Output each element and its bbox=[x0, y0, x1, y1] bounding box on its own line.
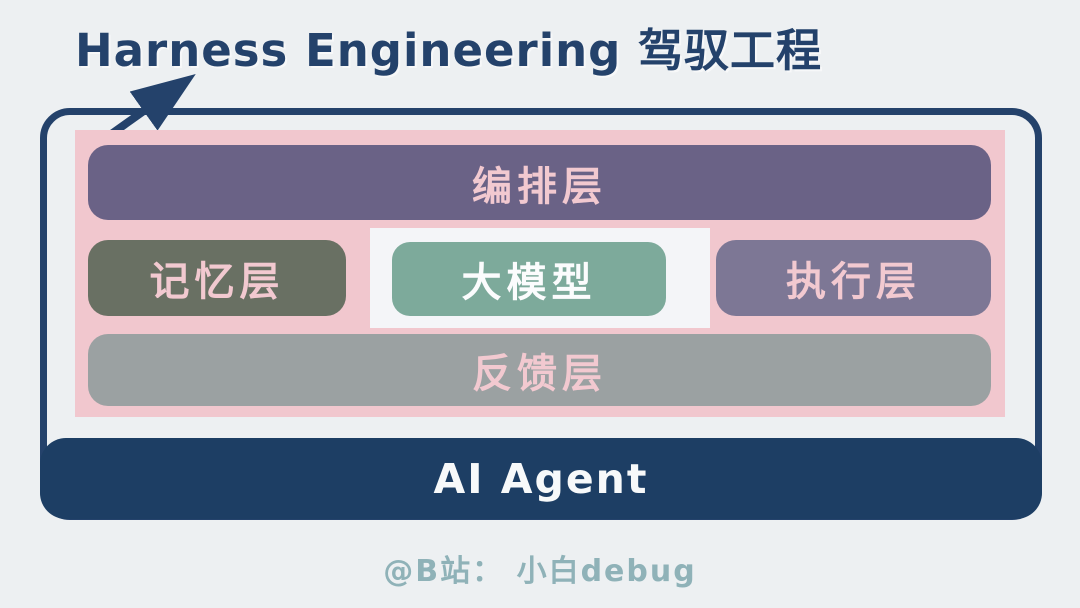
orchestration-layer-label: 编排层 bbox=[472, 163, 607, 210]
feedback-layer-label: 反馈层 bbox=[472, 351, 607, 397]
llm-layer: 大模型 bbox=[392, 242, 666, 316]
feedback-layer: 反馈层 bbox=[88, 334, 991, 406]
ai-agent-label: AI Agent bbox=[433, 454, 649, 503]
page-title: Harness Engineering 驾驭工程 bbox=[75, 24, 823, 77]
llm-layer-label: 大模型 bbox=[461, 260, 597, 306]
execution-layer: 执行层 bbox=[716, 240, 991, 316]
memory-layer-label: 记忆层 bbox=[149, 259, 285, 305]
ai-agent-bar: AI Agent bbox=[40, 438, 1042, 519]
memory-layer: 记忆层 bbox=[88, 240, 346, 316]
orchestration-layer: 编排层 bbox=[88, 145, 991, 220]
watermark-caption: @B站： 小白debug bbox=[383, 554, 697, 589]
execution-layer-label: 执行层 bbox=[786, 259, 921, 305]
